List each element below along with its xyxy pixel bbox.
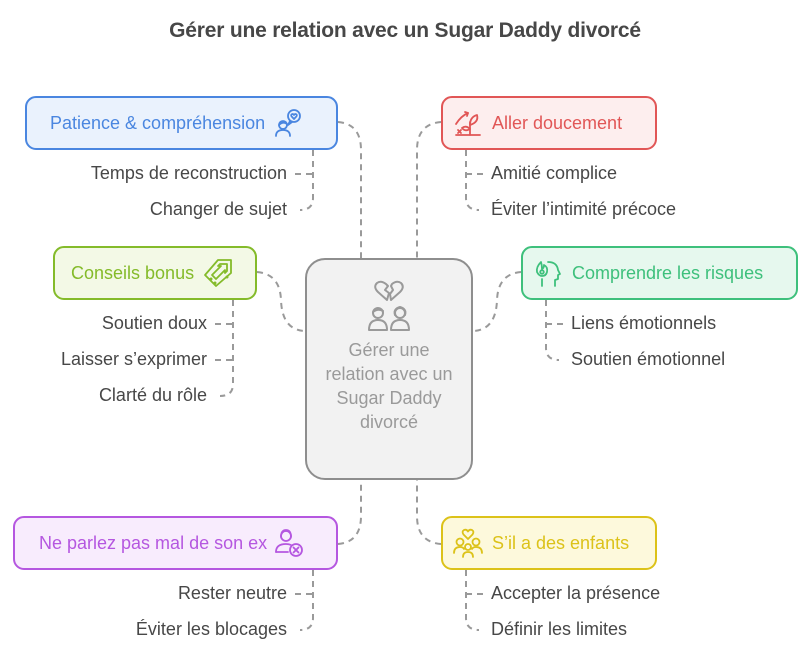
branch-label: Comprendre les risques xyxy=(572,262,764,283)
subitem: Soutien émotionnel xyxy=(571,349,726,369)
branch-label: Aller doucement xyxy=(492,112,623,133)
center-topic-node[interactable]: Gérer une relation avec un Sugar Daddy d… xyxy=(305,258,473,480)
connector-aller-sub xyxy=(465,150,480,211)
subitem: Définir les limites xyxy=(491,619,628,639)
subitem: Éviter les blocages xyxy=(135,619,287,639)
diagram-title: Gérer une relation avec un Sugar Daddy d… xyxy=(169,19,641,42)
subitem: Temps de reconstruction xyxy=(90,163,287,183)
ticket-arrow-icon xyxy=(203,258,233,288)
subitem: Rester neutre xyxy=(177,583,287,603)
person-remove-icon xyxy=(274,528,304,558)
connector-patience-sub xyxy=(299,150,314,211)
branch-patience[interactable]: Patience & compréhension xyxy=(25,96,338,150)
connector-conseils xyxy=(256,271,306,332)
connector-risques xyxy=(472,271,522,332)
subitem: Changer de sujet xyxy=(149,199,287,219)
connector-ex xyxy=(337,480,362,545)
family-heart-icon xyxy=(453,528,483,558)
person-speech-heart-icon xyxy=(273,108,303,138)
branch-label: Conseils bonus xyxy=(71,262,195,283)
branch-comprendre-risques[interactable]: Comprendre les risques xyxy=(521,246,798,300)
connector-enfants-sub xyxy=(465,570,480,631)
branch-label: Ne parlez pas mal de son ex xyxy=(39,532,268,553)
branch-ne-parlez-pas-mal[interactable]: Ne parlez pas mal de son ex xyxy=(13,516,338,570)
connector-conseils-sub xyxy=(219,300,234,397)
subitem: Liens émotionnels xyxy=(571,313,717,333)
branch-label: Patience & compréhension xyxy=(50,112,266,133)
broken-heart-couple-icon xyxy=(364,280,414,332)
connector-aller xyxy=(416,121,442,258)
connector-enfants xyxy=(416,480,442,545)
connector-ex-sub xyxy=(299,570,314,631)
branch-aller-doucement[interactable]: Aller doucement xyxy=(441,96,657,150)
connector-patience xyxy=(337,121,362,258)
branch-label: S’il a des enfants xyxy=(492,532,630,553)
subitem: Clarté du rôle xyxy=(98,385,207,405)
branch-enfants[interactable]: S’il a des enfants xyxy=(441,516,657,570)
head-flame-icon xyxy=(533,258,563,288)
branch-conseils-bonus[interactable]: Conseils bonus xyxy=(53,246,257,300)
growing-plant-icon xyxy=(453,108,483,138)
connector-risques-sub xyxy=(545,300,560,361)
center-topic-label: Gérer une relation avec un Sugar Daddy d… xyxy=(325,340,453,432)
subitem: Accepter la présence xyxy=(491,583,661,603)
subitem: Soutien doux xyxy=(101,313,207,333)
subitem: Éviter l’intimité précoce xyxy=(491,199,677,219)
subitem: Amitié complice xyxy=(491,163,618,183)
subitem: Laisser s’exprimer xyxy=(60,349,207,369)
